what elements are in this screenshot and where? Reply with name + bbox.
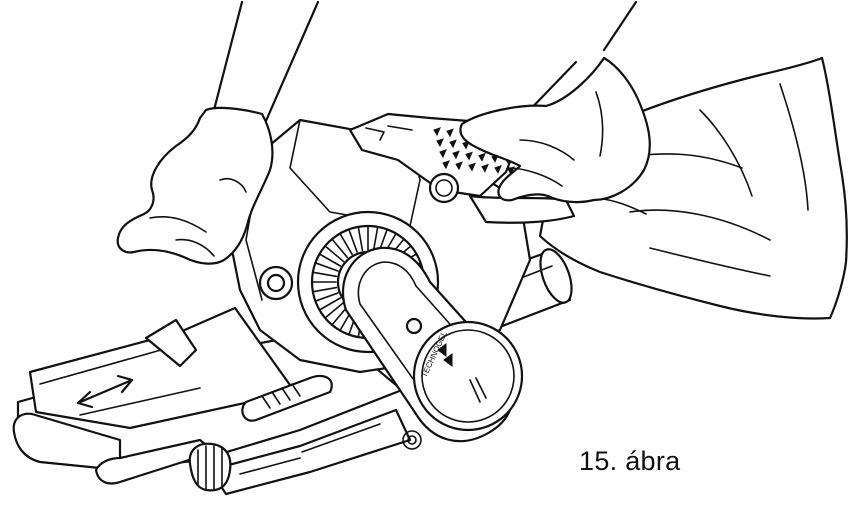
grip-texture-mark bbox=[468, 162, 476, 172]
fan-rib bbox=[348, 229, 358, 253]
figure-caption: 15. ábra bbox=[579, 446, 681, 476]
fan-rib bbox=[357, 227, 364, 252]
sander-base bbox=[12, 306, 412, 496]
grip-texture-mark bbox=[436, 138, 444, 148]
fan-rib bbox=[339, 233, 353, 256]
fan-rib bbox=[319, 253, 342, 267]
grip-texture-mark bbox=[442, 160, 450, 170]
grip-texture-mark bbox=[465, 151, 473, 161]
fan-rib bbox=[315, 292, 339, 302]
grip-texture-mark bbox=[478, 152, 486, 162]
grip-texture-mark bbox=[433, 127, 441, 137]
grip-texture-mark bbox=[452, 150, 460, 160]
grip-texture-mark bbox=[446, 128, 454, 138]
grip-texture-mark bbox=[439, 149, 447, 159]
right-hand bbox=[459, 0, 651, 204]
fan-rib bbox=[325, 301, 345, 319]
fan-rib bbox=[313, 271, 338, 278]
grip-texture-mark bbox=[494, 164, 502, 174]
left-hand bbox=[116, 0, 320, 265]
front-knob bbox=[188, 442, 232, 492]
fan-rib bbox=[372, 227, 379, 252]
side-cover: TECHNOGEL bbox=[341, 246, 524, 450]
fan-rib bbox=[319, 297, 342, 311]
fan-rib bbox=[313, 286, 338, 293]
grip-texture-mark bbox=[455, 161, 463, 171]
fan-rib bbox=[315, 262, 339, 272]
grip-texture-mark bbox=[449, 139, 457, 149]
grip-texture-mark bbox=[481, 163, 489, 173]
fan-rib bbox=[325, 245, 345, 263]
fan-rib bbox=[331, 239, 349, 259]
